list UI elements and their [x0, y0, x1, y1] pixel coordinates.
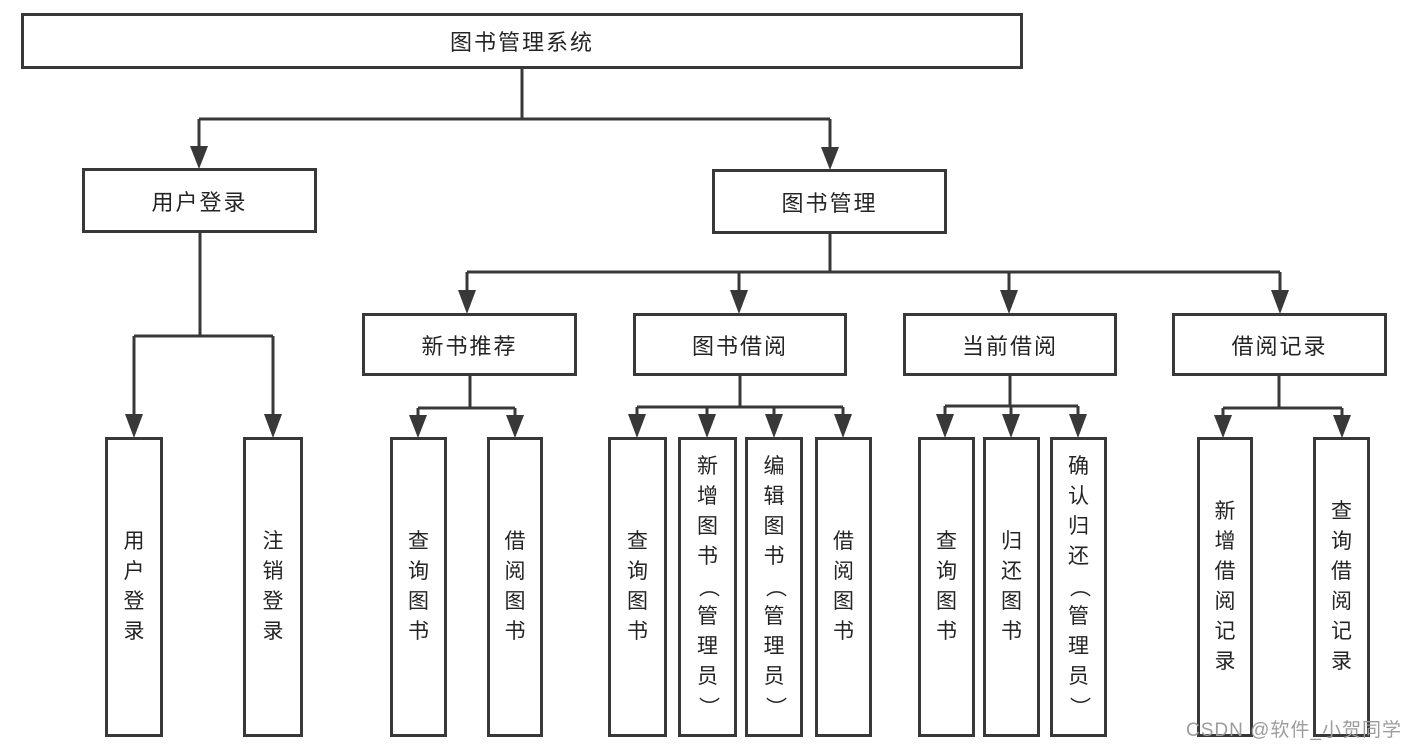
node-user-login-label: 用户登录	[151, 189, 248, 215]
leaf-borrow-edit-books-admin-label: 编辑图书（管理员）	[763, 455, 786, 718]
leaf-current-return-books: 归还图书	[983, 437, 1040, 737]
node-root: 图书管理系统	[21, 13, 1023, 69]
arrowhead	[409, 415, 427, 438]
leaf-current-confirm-return-admin: 确认归还（管理员）	[1050, 437, 1107, 737]
leaf-borrow-add-books-admin-label: 新增图书（管理员）	[696, 455, 720, 718]
leaf-records-add: 新增借阅记录	[1197, 437, 1253, 737]
leaf-borrow-add-books-admin: 新增图书（管理员）	[678, 437, 737, 737]
arrowhead	[458, 290, 476, 314]
leaf-records-query: 查询借阅记录	[1313, 437, 1370, 737]
arrowhead	[125, 414, 143, 438]
leaf-current-query-books-label: 查询图书	[936, 530, 957, 643]
arrowhead	[765, 414, 783, 438]
leaf-records-query-label: 查询借阅记录	[1331, 500, 1352, 673]
arrowhead	[190, 146, 208, 169]
arrowhead	[1000, 290, 1018, 314]
arrowhead	[730, 290, 748, 314]
leaf-newbook-query-books: 查询图书	[390, 437, 447, 737]
arrowhead	[821, 147, 839, 170]
leaf-logout-login-label: 注销登录	[262, 530, 284, 643]
leaf-records-add-label: 新增借阅记录	[1214, 500, 1236, 673]
node-current-borrow: 当前借阅	[903, 313, 1117, 376]
leaf-current-query-books: 查询图书	[918, 437, 975, 737]
leaf-current-return-books-label: 归还图书	[1001, 530, 1022, 643]
leaf-borrow-query-books: 查询图书	[608, 437, 667, 737]
node-user-login: 用户登录	[82, 168, 317, 233]
arrowhead	[1069, 414, 1087, 438]
node-book-borrow: 图书借阅	[633, 313, 847, 376]
arrowhead	[628, 414, 646, 438]
arrowhead	[1214, 415, 1232, 438]
arrowhead	[936, 414, 954, 438]
arrowhead	[506, 415, 524, 438]
node-book-management: 图书管理	[712, 169, 947, 234]
arrowhead	[698, 414, 716, 438]
leaf-newbook-borrow-books-label: 借阅图书	[504, 530, 526, 643]
leaf-user-login: 用户登录	[105, 437, 163, 737]
leaf-logout-login: 注销登录	[243, 437, 303, 737]
node-current-borrow-label: 当前借阅	[961, 333, 1058, 359]
leaf-newbook-query-books-label: 查询图书	[408, 530, 429, 643]
arrowhead	[834, 414, 852, 438]
leaf-borrow-edit-books-admin: 编辑图书（管理员）	[745, 437, 803, 737]
arrowhead	[1271, 290, 1289, 314]
node-borrow-records-label: 借阅记录	[1231, 333, 1328, 359]
leaf-borrow-query-books-label: 查询图书	[627, 530, 648, 643]
node-borrow-records: 借阅记录	[1172, 313, 1387, 376]
node-book-borrow-label: 图书借阅	[691, 333, 788, 359]
leaf-borrow-borrow-books: 借阅图书	[815, 437, 872, 737]
arrowhead	[264, 414, 282, 438]
leaf-newbook-borrow-books: 借阅图书	[487, 437, 543, 737]
leaf-user-login-label: 用户登录	[123, 530, 145, 643]
watermark: CSDN @软件_小贺同学	[1186, 720, 1402, 741]
leaf-borrow-borrow-books-label: 借阅图书	[833, 530, 854, 643]
node-new-book-recommend: 新书推荐	[362, 313, 577, 376]
arrowhead	[1333, 415, 1351, 438]
node-new-book-recommend-label: 新书推荐	[421, 333, 518, 359]
node-book-management-label: 图书管理	[781, 190, 878, 216]
node-root-label: 图书管理系统	[449, 30, 594, 55]
arrowhead	[1002, 414, 1020, 438]
leaf-current-confirm-return-admin-label: 确认归还（管理员）	[1067, 455, 1091, 718]
